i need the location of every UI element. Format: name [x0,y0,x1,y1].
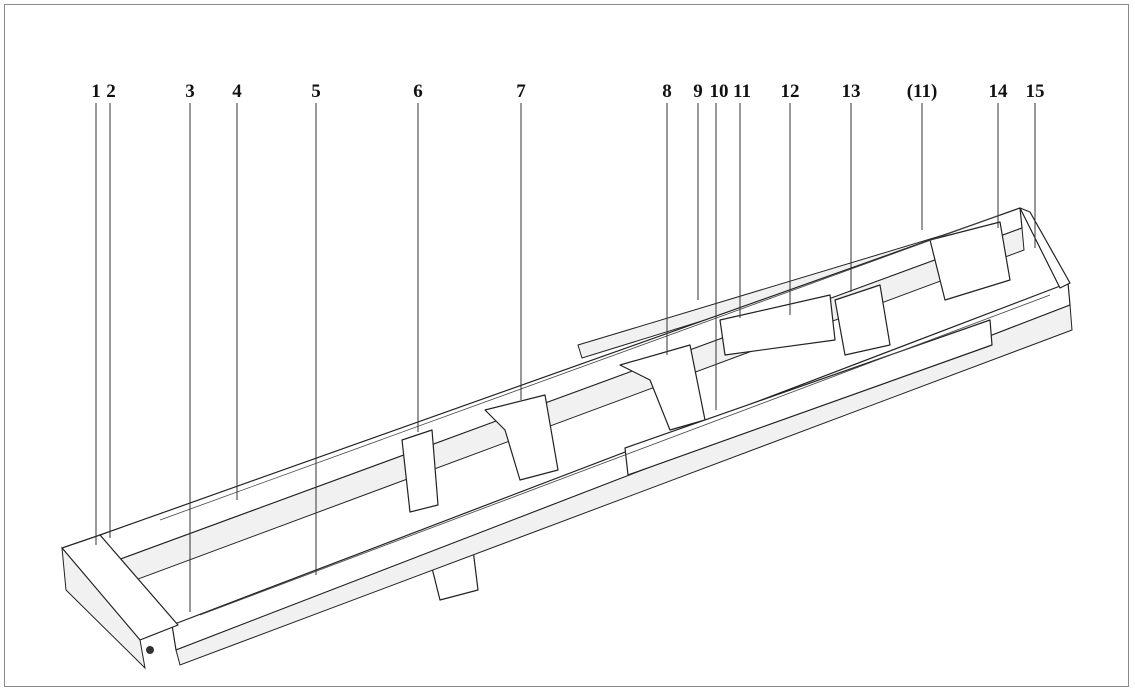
callout-8: 8 [662,81,672,102]
callout-14: 14 [989,81,1009,102]
callout-3: 3 [185,81,195,102]
mount-hole [146,646,154,654]
callout-2: 2 [106,81,116,102]
callout-13: 13 [842,81,861,102]
cross-member-7 [484,394,559,481]
front-end-plate [61,546,146,670]
callout-10: 10 [710,81,729,102]
callout-12: 12 [781,81,800,102]
callout-4: 4 [232,81,242,102]
cross-member-14 [929,221,1011,301]
callout-15: 15 [1026,81,1045,102]
rear-cross-member [1019,207,1071,289]
callout-1: 1 [91,81,101,102]
cross-member-6 [401,429,439,513]
callout-11-repeat: (11) [907,81,938,102]
near-reinforcement-plate [624,319,993,476]
cross-member-13 [834,284,891,356]
cross-member-12 [719,294,836,356]
flange-line [159,214,1001,521]
flange-line [199,294,1051,616]
callout-9: 9 [693,81,703,102]
figure-border [4,4,1129,687]
callout-7: 7 [516,81,526,102]
far-rail-web [117,227,1025,586]
callout-6: 6 [413,81,423,102]
leader-lines [95,103,1036,612]
callout-11: 11 [733,81,751,102]
cross-member-8 [619,344,706,431]
callout-5: 5 [311,81,321,102]
